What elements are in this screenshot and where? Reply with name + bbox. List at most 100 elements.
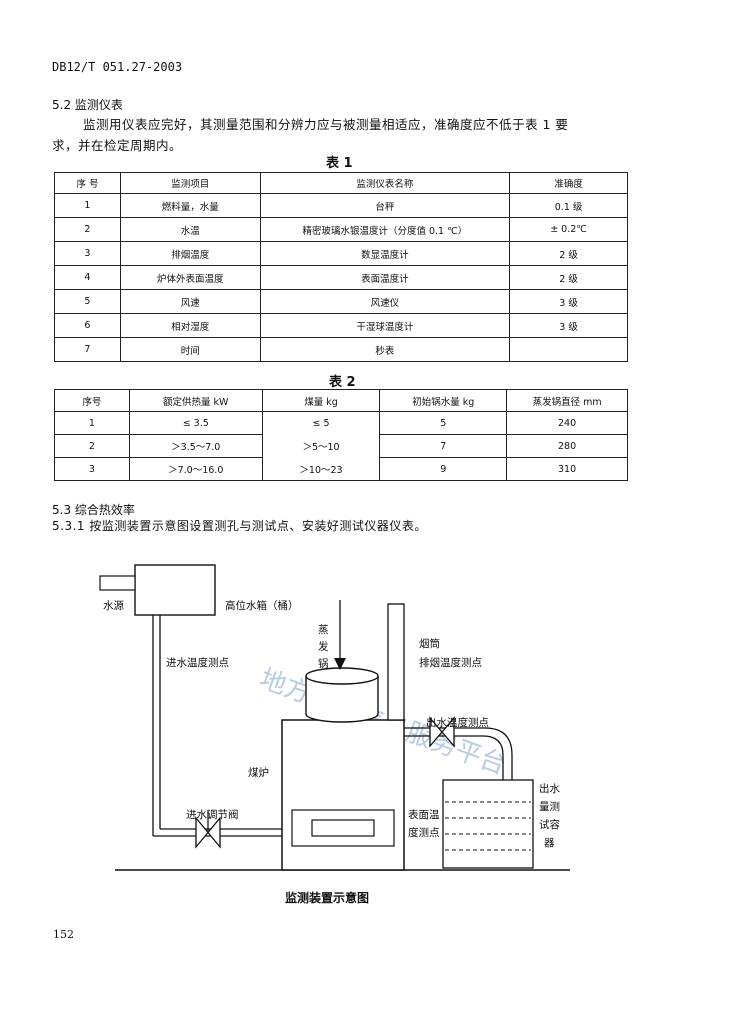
table-cell: 310	[506, 457, 628, 481]
table-cell: ＞3.5～7.0	[128, 434, 263, 458]
outlet-valve	[429, 716, 455, 748]
table-cell: 2	[54, 217, 121, 242]
label-outlet-container-3: 试容	[539, 818, 560, 831]
table-cell: 6	[54, 313, 121, 338]
section-5-2-paragraph-line-2: 求，并在检定周期内。	[52, 138, 183, 153]
label-inlet-temp-point: 进水温度测点	[166, 656, 229, 669]
table-cell: 0.1 级	[509, 193, 628, 218]
label-steam-pot-3: 锅	[318, 658, 329, 670]
label-surface-temp-2: 度测点	[408, 826, 440, 839]
table-cell: 2 级	[509, 241, 628, 266]
pointer-arrow-head	[334, 658, 346, 670]
label-high-tank: 高位水箱（桶）	[225, 599, 299, 612]
label-steam-pot-2: 发	[318, 640, 329, 653]
section-5-2-paragraph-line-1: 监测用仪表应完好，其测量范围和分辨力应与被测量相适应，准确度应不低于表 1 要	[83, 117, 569, 132]
monitoring-setup-diagram: 地方标准信息服务平台 水源 高位水箱（桶） 进水温度测点 进水调节阀 蒸 发 锅…	[99, 564, 570, 905]
table-2-caption: 表 2	[329, 375, 356, 390]
outlet-measuring-container	[442, 779, 534, 869]
chimney	[387, 603, 405, 721]
table-cell: 水温	[119, 217, 261, 242]
table-cell: 秒表	[259, 337, 511, 362]
label-outlet-container-2: 量测	[539, 800, 560, 813]
table-header-cell: 额定供热量 kW	[128, 389, 263, 412]
table-cell: 台秤	[259, 193, 511, 218]
table-header-cell: 蒸发锅直径 mm	[506, 389, 628, 412]
table-cell: 7	[379, 434, 508, 458]
table-cell: 3 级	[509, 313, 628, 338]
table-cell: 干湿球温度计	[259, 313, 511, 338]
table-cell: 4	[54, 265, 121, 290]
table-cell: 炉体外表面温度	[119, 265, 261, 290]
table-cell: 7	[54, 337, 121, 362]
label-flue-temp-point: 排烟温度测点	[419, 656, 482, 669]
table-cell: 表面温度计	[259, 265, 511, 290]
table-header-cell: 煤量 kg	[261, 389, 381, 412]
table-cell: ≤ 5	[261, 411, 381, 435]
table-cell: 风速	[119, 289, 261, 314]
table-cell: 240	[506, 411, 628, 435]
steam-pot-body	[305, 676, 379, 723]
table-cell: 排烟温度	[119, 241, 261, 266]
diagram-caption: 监测装置示意图	[285, 890, 369, 905]
label-steam-pot-1: 蒸	[318, 624, 329, 636]
table-cell: 280	[506, 434, 628, 458]
table-header-cell: 序号	[54, 389, 130, 412]
label-outlet-temp-point: 出水温度测点	[426, 716, 489, 729]
table-cell: 数显温度计	[259, 241, 511, 266]
table-cell: ± 0.2℃	[509, 217, 628, 242]
section-5-2-heading: 5.2 监测仪表	[52, 98, 123, 112]
table-cell: ≤ 3.5	[128, 411, 263, 435]
outlet-pipe-outer	[404, 727, 513, 832]
steam-pot-rim	[305, 667, 379, 685]
label-chimney: 烟筒	[419, 637, 440, 650]
table-cell: 相对湿度	[119, 313, 261, 338]
label-inlet-valve: 进水调节阀	[186, 808, 239, 821]
table-cell: ＞10～23	[261, 457, 381, 481]
table-header-cell: 监测项目	[119, 172, 261, 194]
table-cell: ＞5～10	[261, 434, 381, 458]
high-level-water-tank	[134, 564, 216, 616]
table-header-cell: 监测仪表名称	[259, 172, 511, 194]
table-cell: 1	[54, 411, 130, 435]
table-cell	[509, 337, 628, 362]
table-cell: ＞7.0～16.0	[128, 457, 263, 481]
table-cell: 2 级	[509, 265, 628, 290]
section-5-3-heading: 5.3 综合热效率	[52, 503, 135, 517]
table-header-row: 序 号监测项目监测仪表名称准确度	[54, 172, 628, 194]
table-cell: 3	[54, 457, 130, 481]
table-header-cell: 准确度	[509, 172, 628, 194]
table-cell: 燃料量，水量	[119, 193, 261, 218]
outlet-pipe-inner	[404, 735, 504, 832]
document-code-header: DB12/T 051.27-2003	[52, 60, 183, 74]
table-cell: 5	[379, 411, 508, 435]
label-coal-stove: 煤炉	[248, 766, 269, 779]
label-outlet-container-4: 器	[544, 837, 555, 849]
table-cell: 精密玻璃水银温度计（分度值 0.1 ℃）	[259, 217, 511, 242]
table-cell: 1	[54, 193, 121, 218]
table-cell: 3 级	[509, 289, 628, 314]
label-outlet-container-1: 出水	[539, 782, 560, 795]
label-water-source: 水源	[103, 599, 124, 612]
table-cell: 2	[54, 434, 130, 458]
table-cell: 风速仪	[259, 289, 511, 314]
table-cell: 9	[379, 457, 508, 481]
table-header-cell: 初始锅水量 kg	[379, 389, 508, 412]
water-source-inlet	[99, 575, 136, 591]
inlet-regulating-valve	[195, 816, 221, 849]
stove-door	[311, 819, 375, 837]
section-5-3-1-text: 5.3.1 按监测装置示意图设置测孔与测试点、安装好测试仪器仪表。	[52, 519, 427, 533]
page-number: 152	[53, 928, 74, 941]
